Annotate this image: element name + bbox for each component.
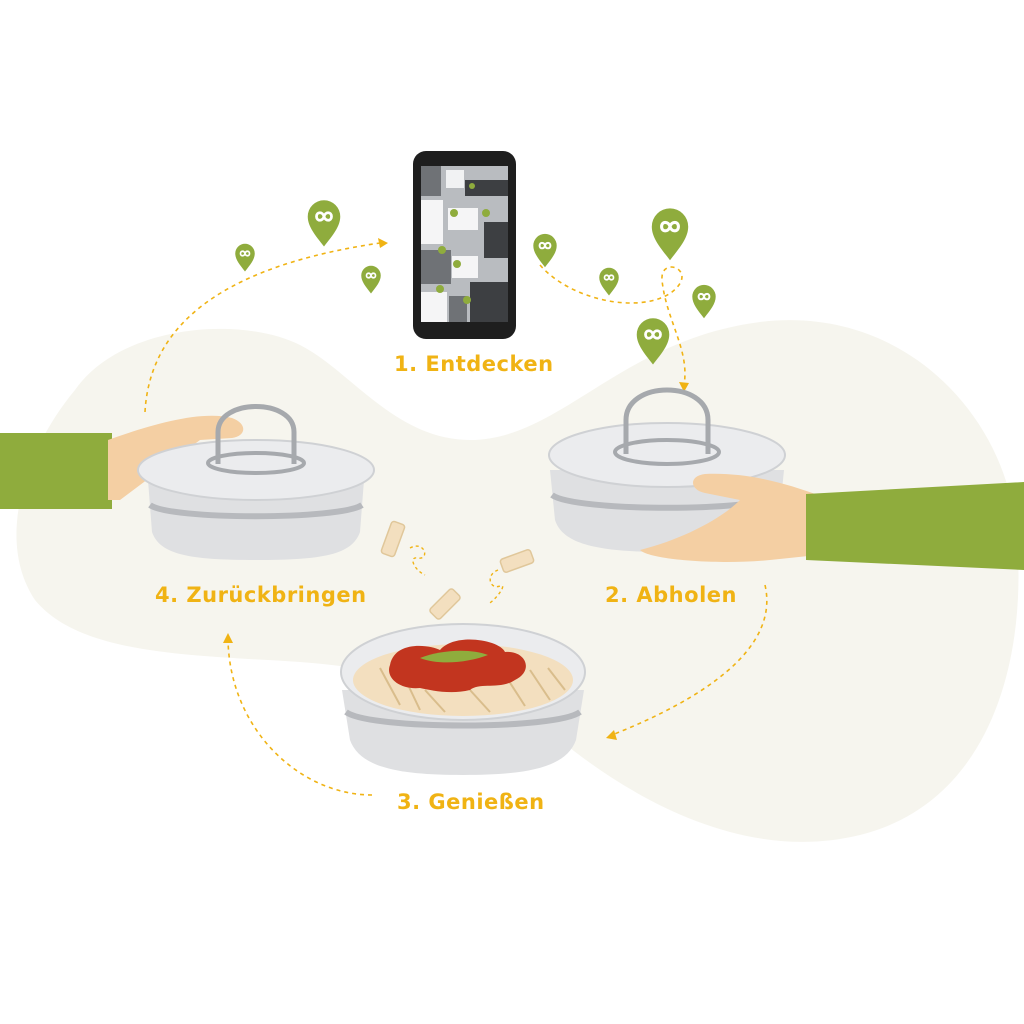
arrow-enjoy-to-return [227, 639, 373, 796]
arrowhead-4 [223, 633, 233, 643]
arrow-return-to-discover [144, 242, 381, 413]
location-pin-icon [234, 242, 256, 273]
arrowhead-2 [679, 382, 689, 392]
location-pin-icon [532, 232, 558, 269]
location-pin-icon [691, 283, 717, 320]
pasta-bowl-icon [340, 623, 586, 775]
step-4-return-label: 4. Zurückbringen [155, 583, 367, 607]
arrowhead-3 [606, 730, 617, 740]
floating-pasta [380, 520, 535, 620]
arrow-pickup-to-enjoy [611, 584, 768, 736]
step-1-discover-label: 1. Entdecken [394, 352, 554, 376]
step-2-pickup-label: 2. Abholen [605, 583, 737, 607]
arrowhead-1 [378, 238, 388, 248]
location-pin-icon [360, 264, 382, 295]
location-pin-icon [598, 266, 620, 297]
step-3-enjoy-label: 3. Genießen [397, 790, 545, 814]
location-pin-icon [650, 206, 690, 262]
smartphone-map-icon [413, 151, 516, 339]
location-pin-icon [306, 198, 342, 248]
pickup-bowl-with-hand [548, 387, 1024, 570]
arrow-discover-to-pickup [539, 264, 686, 386]
return-bowl-with-hand [0, 404, 375, 560]
